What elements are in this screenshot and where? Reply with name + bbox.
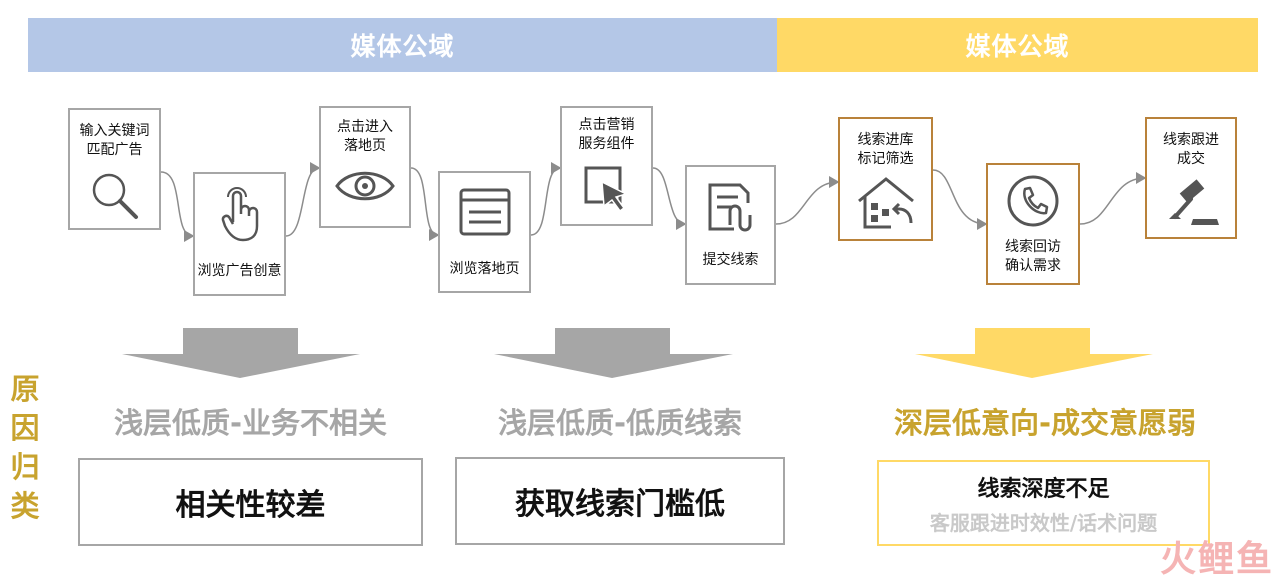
step-label: 点击进入 落地页 [337, 119, 393, 154]
reason-title-2: 浅层低质-低质线索 [497, 406, 743, 440]
reason-box-3-subtext: 客服跟进时效性/话术问题 [929, 510, 1158, 535]
reason-box-1: 相关性较差 [78, 458, 423, 546]
step-label: 浏览广告创意 [197, 263, 282, 279]
step-lead-callback: 线索回访 确认需求 [986, 163, 1080, 285]
step-label: 点击营销 服务组件 [578, 117, 635, 152]
step-label: 线索进库 标记筛选 [857, 132, 914, 167]
media-public-domain-band-right: 媒体公域 [777, 18, 1258, 72]
cause-classification-label: 原 因 归 类 [10, 372, 40, 523]
step-lead-close: 线索跟进 成交 [1145, 117, 1237, 239]
reason-box-2: 获取线索门槛低 [455, 457, 785, 545]
step-submit-lead: 提交线索 [685, 165, 776, 285]
band-left-label: 媒体公域 [350, 32, 455, 61]
reason-box-3: 线索深度不足 客服跟进时效性/话术问题 [877, 460, 1210, 546]
step-label: 浏览落地页 [449, 261, 520, 277]
band-right-label: 媒体公域 [965, 32, 1070, 61]
cursor-click-icon [584, 166, 628, 213]
house-database-icon [857, 177, 914, 229]
step-label: 线索跟进 成交 [1163, 132, 1219, 167]
form-submit-icon [708, 183, 751, 232]
down-arrow-1 [122, 328, 360, 378]
gavel-icon [1169, 179, 1219, 225]
phone-icon [1007, 175, 1059, 227]
step-keyword-match: 输入关键词 匹配广告 [68, 108, 161, 230]
step-label: 线索回访 确认需求 [1005, 239, 1061, 274]
media-public-domain-band-left: 媒体公域 [28, 18, 777, 72]
reason-title-3: 深层低意向-成交意愿弱 [893, 406, 1197, 440]
reason-title-1: 浅层低质-业务不相关 [113, 406, 388, 440]
watermark-logo: 火鲤鱼 [1160, 539, 1275, 580]
webpage-icon [459, 188, 510, 236]
hand-touch-icon [221, 187, 258, 242]
step-label: 输入关键词 匹配广告 [79, 123, 150, 158]
step-browse-landing-page: 浏览落地页 [438, 171, 531, 293]
step-browse-ad-creative: 浏览广告创意 [193, 172, 286, 296]
step-enter-landing-page: 点击进入 落地页 [319, 106, 411, 228]
reason-box-3-text: 线索深度不足 [977, 476, 1110, 502]
step-click-marketing-component: 点击营销 服务组件 [560, 106, 653, 226]
down-arrow-3 [915, 328, 1153, 378]
reason-box-2-text: 获取线索门槛低 [515, 487, 725, 522]
reason-box-1-text: 相关性较差 [175, 488, 326, 523]
magnifier-icon [92, 173, 138, 219]
down-arrow-2 [494, 328, 733, 378]
step-label: 提交线索 [702, 252, 759, 268]
step-lead-filter: 线索进库 标记筛选 [838, 117, 933, 241]
eye-icon [335, 171, 395, 201]
